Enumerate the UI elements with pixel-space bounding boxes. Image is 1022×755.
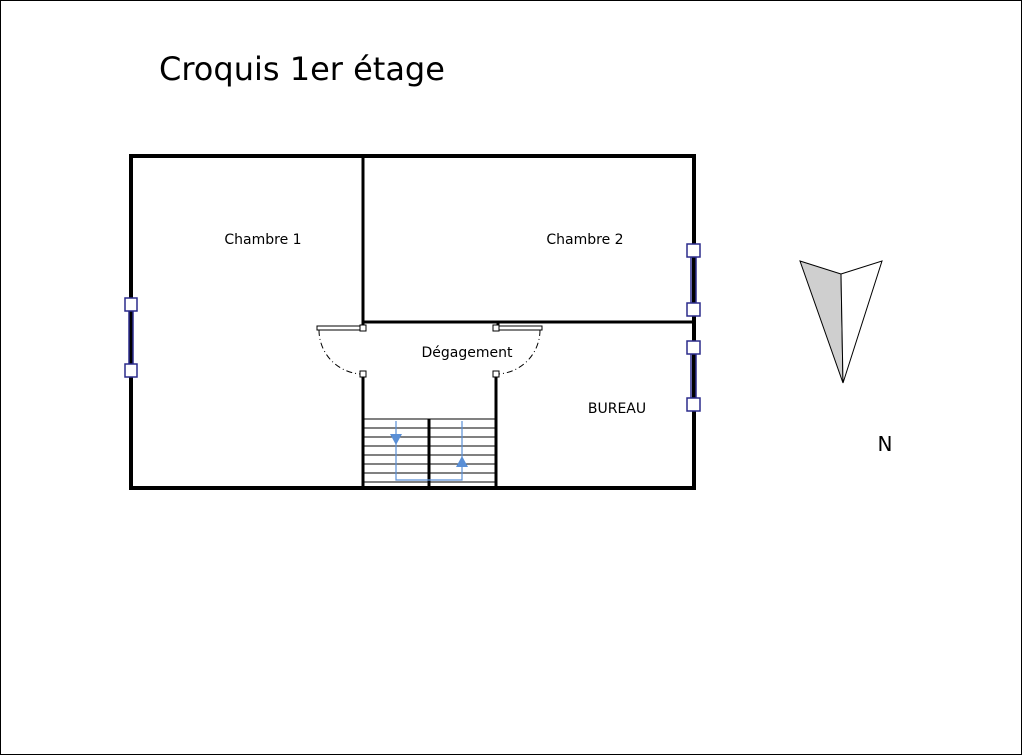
door-right: [492, 324, 543, 378]
north-label: N: [878, 432, 893, 456]
page-title: Croquis 1er étage: [159, 50, 445, 88]
room-label-chambre-2: Chambre 2: [546, 232, 623, 248]
door-left: [316, 324, 367, 378]
window-bureau: [686, 340, 701, 412]
stair-direction-arrow: [390, 421, 468, 481]
room-label-chambre-1: Chambre 1: [224, 232, 301, 248]
room-label-bureau: BUREAU: [588, 401, 646, 417]
north-arrow-icon: [799, 260, 883, 384]
staircase: [363, 418, 496, 488]
interior-walls: [361, 156, 694, 488]
room-label-degagement: Dégagement: [422, 345, 513, 361]
window-chambre-1: [124, 297, 138, 378]
window-chambre-2: [686, 243, 701, 317]
